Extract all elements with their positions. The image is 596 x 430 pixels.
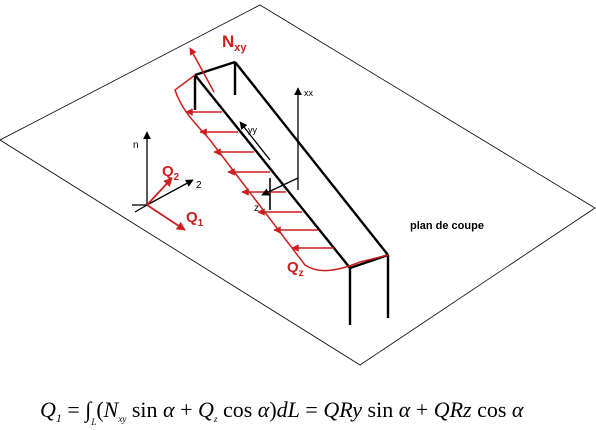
plane-label: plan de coupe xyxy=(410,220,484,232)
formula: Q1 = ∫L(Nxy sin α + Qz cos α)dL = QRy si… xyxy=(40,397,524,427)
beam-top-left-edge xyxy=(194,74,351,269)
section-plane xyxy=(0,4,596,366)
q2-arrow xyxy=(146,177,173,206)
yy-label: yy xyxy=(248,125,258,135)
beam-back-edge xyxy=(194,60,236,77)
beam-top-right-edge xyxy=(234,61,389,256)
q1-label: Q1 xyxy=(186,209,204,229)
xx-label: xx xyxy=(304,88,314,98)
qz-label: Qz xyxy=(287,259,304,279)
stress-envelope xyxy=(174,74,389,272)
stress-distribution xyxy=(174,47,389,272)
nxy-arrow xyxy=(189,47,215,93)
q2-label: Q2 xyxy=(162,163,180,183)
yy-axis xyxy=(239,121,271,161)
beam xyxy=(193,60,390,325)
shear-arrows xyxy=(185,108,334,252)
two-axis xyxy=(146,179,194,206)
q1-arrow xyxy=(146,204,186,231)
section-axes xyxy=(239,87,302,196)
local-frame xyxy=(132,131,194,231)
back-diag-axis xyxy=(134,204,148,213)
z-axis xyxy=(261,177,299,196)
z-label: z xyxy=(254,203,259,214)
nxy-label: Nxy xyxy=(222,32,247,54)
two-label: 2 xyxy=(196,180,202,191)
n-label: n xyxy=(133,140,139,151)
